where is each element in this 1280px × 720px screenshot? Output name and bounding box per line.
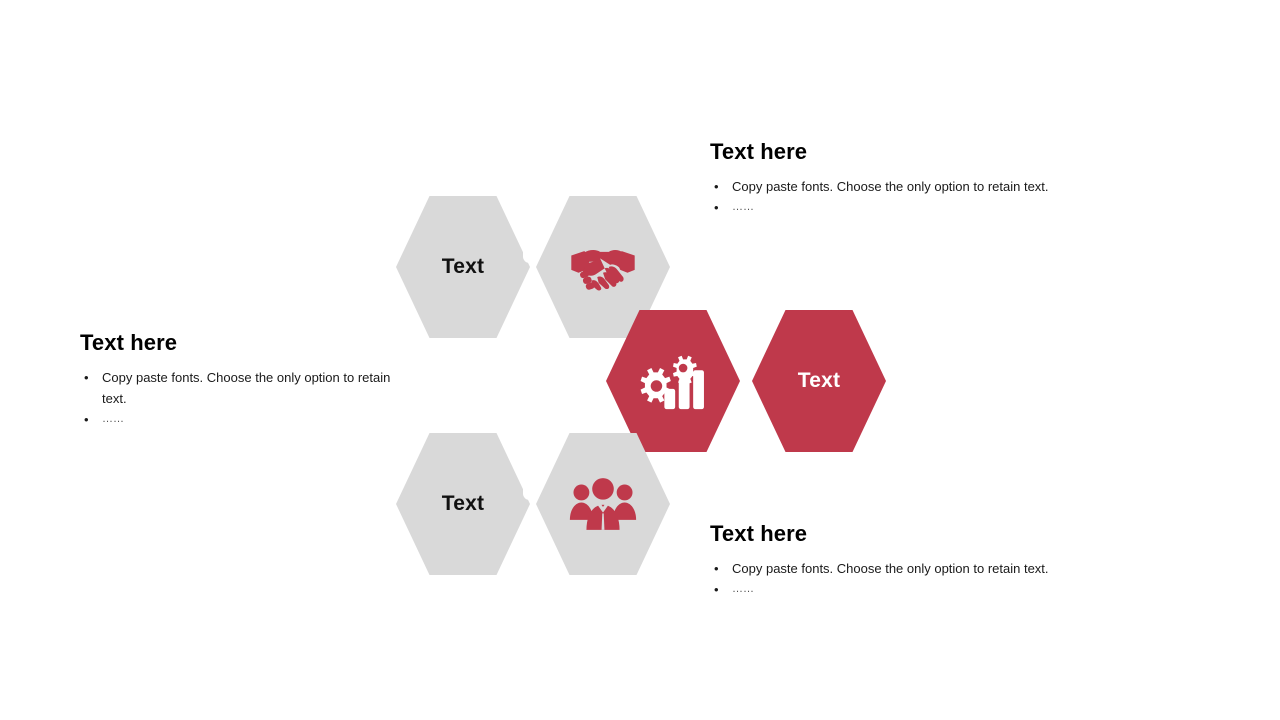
hexagon-bottom-right[interactable] xyxy=(536,432,670,576)
text-block-left: Text here Copy paste fonts. Choose the o… xyxy=(80,330,410,430)
list-item: Copy paste fonts. Choose the only option… xyxy=(710,558,1090,579)
text-block-top-right-title: Text here xyxy=(710,139,808,164)
hexagon-cluster: Text xyxy=(390,185,890,576)
connector-notch-mid-upper xyxy=(739,351,752,377)
people-group-icon xyxy=(569,478,637,530)
list-item: …… xyxy=(710,197,1090,218)
text-block-top-right: Text here Copy paste fonts. Choose the o… xyxy=(710,139,1090,218)
gears-bar-chart-icon xyxy=(640,355,704,410)
hexagon-center-right-label: Text xyxy=(797,369,841,392)
connector-notch-bottom-upper xyxy=(523,474,536,500)
hexagon-center-right[interactable]: Text xyxy=(752,309,886,453)
hexagon-bottom-left-label: Text xyxy=(441,492,485,515)
list-item: …… xyxy=(710,579,1090,600)
text-block-bottom-right: Text here Copy paste fonts. Choose the o… xyxy=(710,521,1090,600)
hexagon-top-left-label: Text xyxy=(441,255,485,278)
hexagon-bottom-left-fill xyxy=(396,432,530,576)
list-item: Copy paste fonts. Choose the only option… xyxy=(710,176,1090,197)
connector-notch-top-upper xyxy=(523,237,536,263)
connector-notch-mid-lower xyxy=(739,407,752,433)
list-item: Copy paste fonts. Choose the only option… xyxy=(80,367,410,409)
connector-notch-top-lower xyxy=(523,293,536,319)
hexagon-bottom-left[interactable]: Text xyxy=(396,432,530,576)
connector-notch-bottom-lower xyxy=(523,530,536,556)
text-block-left-title: Text here xyxy=(80,330,178,355)
text-block-bottom-right-bullets: Copy paste fonts. Choose the only option… xyxy=(710,558,1090,600)
text-block-left-bullets: Copy paste fonts. Choose the only option… xyxy=(80,367,410,430)
text-block-bottom-right-title: Text here xyxy=(710,521,808,546)
list-item: …… xyxy=(80,409,410,430)
handshake-icon xyxy=(571,250,635,291)
hexagon-top-left-fill xyxy=(396,195,530,339)
text-block-top-right-bullets: Copy paste fonts. Choose the only option… xyxy=(710,176,1090,218)
hexagon-top-left[interactable]: Text xyxy=(396,195,530,339)
